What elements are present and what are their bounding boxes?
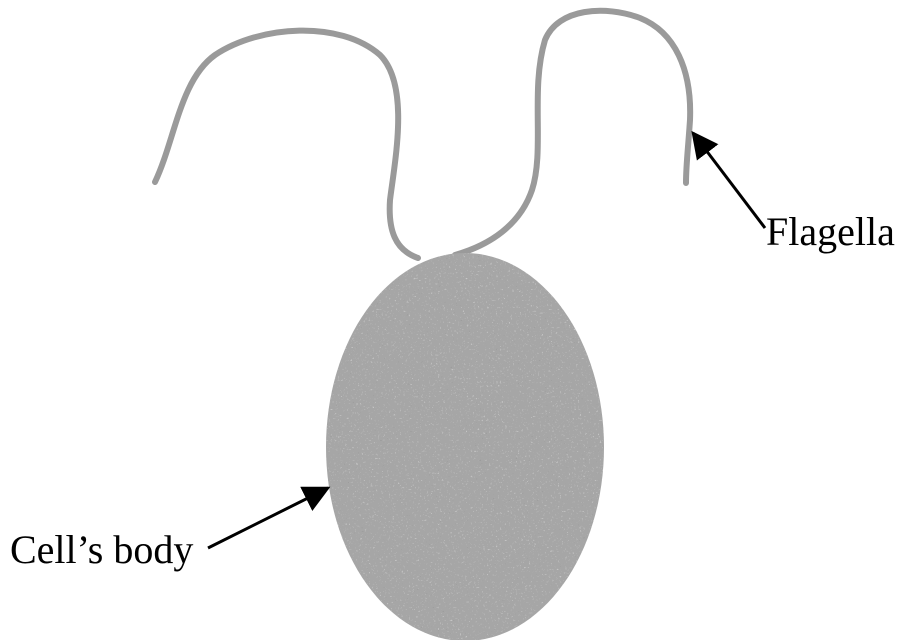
right-flagellum [455, 11, 690, 255]
cell-body-arrow [208, 488, 328, 548]
cell-body-label: Cell’s body [10, 530, 193, 570]
flagella-label: Flagella [766, 212, 895, 252]
flagella-arrow [693, 133, 765, 228]
left-flagellum [155, 31, 418, 258]
cell-body [326, 253, 604, 640]
